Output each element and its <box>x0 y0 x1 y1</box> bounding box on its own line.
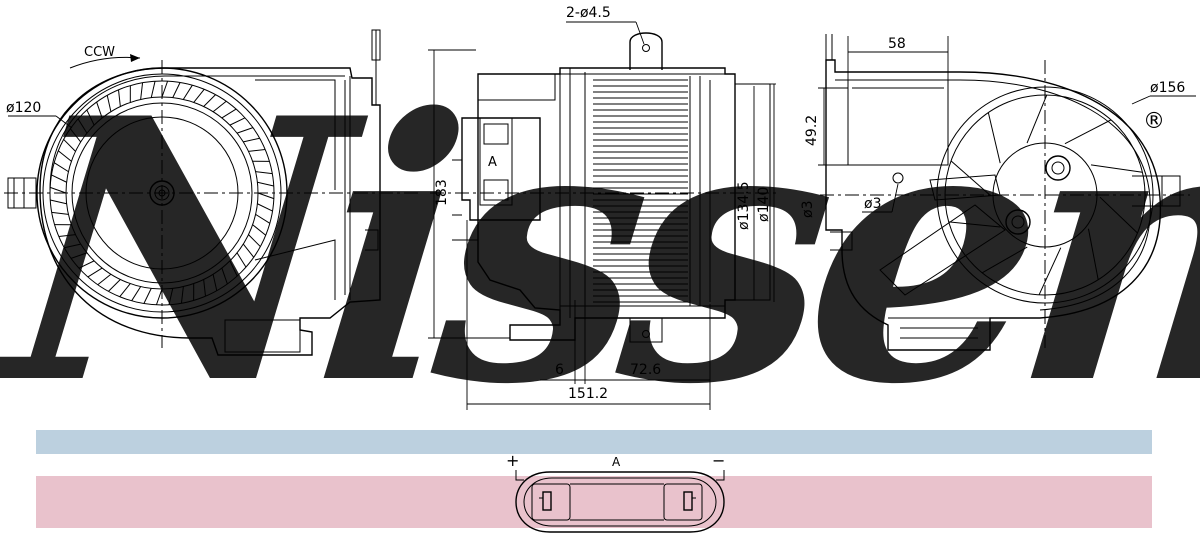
registered-mark: ® <box>1143 109 1165 134</box>
rear-hole-label-b: ø3 <box>800 201 816 218</box>
side-depth-label: 72.6 <box>630 362 661 378</box>
blue-band <box>36 430 1152 454</box>
side-inner-diameter-label: ø134.5 <box>736 181 752 230</box>
side-offset-label: 6 <box>555 362 564 378</box>
rear-hole-label-a: ø3 <box>864 196 881 212</box>
connector-detail-title: A <box>612 455 621 469</box>
side-outer-diameter-label: ø140 <box>756 187 772 222</box>
front-diameter-label: ø120 <box>6 100 41 116</box>
rear-width-label: 58 <box>888 36 906 52</box>
rotation-label: CCW <box>84 45 115 60</box>
side-hole-label: 2-ø4.5 <box>566 5 611 21</box>
connector-plus-label: + <box>506 451 519 470</box>
rear-diameter-label: ø156 <box>1150 80 1185 96</box>
side-connector-label: A <box>488 155 497 170</box>
rear-height-label: 49.2 <box>804 115 820 146</box>
side-height-label: 183 <box>434 179 450 206</box>
connector-minus-label: − <box>712 451 725 470</box>
side-width-label: 151.2 <box>568 386 608 402</box>
